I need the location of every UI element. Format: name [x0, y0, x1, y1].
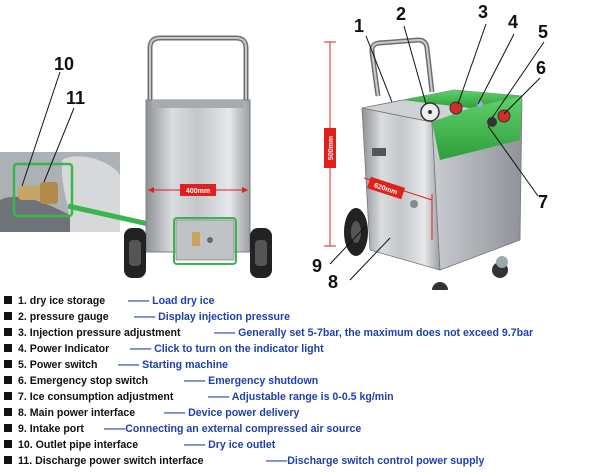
- inset-photo: [0, 152, 120, 232]
- bullet-icon: [4, 408, 12, 416]
- legend-name: 9. Intake port: [18, 423, 84, 435]
- legend-item: 1. dry ice storage —— Load dry ice: [4, 293, 215, 309]
- bullet-icon: [4, 296, 12, 304]
- isometric-machine: 620mm 500mm: [324, 37, 523, 290]
- bullet-icon: [4, 392, 12, 400]
- legend-desc: —— Load dry ice: [128, 295, 215, 307]
- callout-10: 10: [54, 54, 74, 74]
- legend-item: 6. Emergency stop switch —— Emergency shu…: [4, 373, 318, 389]
- callout-6: 6: [536, 58, 546, 78]
- callout-9: 9: [312, 256, 322, 276]
- bullet-icon: [4, 440, 12, 448]
- legend-item: 11. Discharge power switch interface ——Di…: [4, 453, 484, 469]
- height-dimension: 500mm: [328, 136, 335, 160]
- legend-item: 4. Power Indicator —— Click to turn on th…: [4, 341, 324, 357]
- legend-desc: ——Connecting an external compressed air …: [104, 423, 362, 435]
- legend-item: 3. Injection pressure adjustment —— Gener…: [4, 325, 533, 341]
- product-diagram: 400mm 620mm: [0, 2, 548, 290]
- legend-desc: —— Emergency shutdown: [184, 375, 319, 387]
- legend-name: 3. Injection pressure adjustment: [18, 327, 181, 339]
- callout-3: 3: [478, 2, 488, 22]
- legend-name: 5. Power switch: [18, 359, 98, 371]
- legend-item: 9. Intake port ——Connecting an external c…: [4, 421, 361, 437]
- bullet-icon: [4, 376, 12, 384]
- callout-1: 1: [354, 16, 364, 36]
- bullet-icon: [4, 344, 12, 352]
- callout-4: 4: [508, 12, 518, 32]
- legend-name: 6. Emergency stop switch: [18, 375, 149, 387]
- legend-desc: —— Device power delivery: [164, 407, 300, 419]
- width-dimension: 400mm: [186, 188, 210, 195]
- legend-item: 10. Outlet pipe interface —— Dry ice outl…: [4, 437, 275, 453]
- legend-item: 5. Power switch —— Starting machine: [4, 357, 228, 373]
- legend-name: 11. Discharge power switch interface: [18, 455, 204, 467]
- legend-name: 1. dry ice storage: [18, 295, 106, 307]
- bullet-icon: [4, 312, 12, 320]
- callout-8: 8: [328, 272, 338, 290]
- legend-desc: —— Generally set 5-7bar, the maximum doe…: [214, 327, 534, 339]
- legend-desc: —— Adjustable range is 0-0.5 kg/min: [208, 391, 394, 403]
- legend-name: 7. Ice consumption adjustment: [18, 391, 174, 403]
- callout-5: 5: [538, 22, 548, 42]
- front-view-machine: 400mm: [124, 35, 272, 278]
- legend-item: 2. pressure gauge —— Display injection pr…: [4, 309, 290, 325]
- legend-desc: —— Display injection pressure: [134, 311, 291, 323]
- callout-2: 2: [396, 4, 406, 24]
- legend-item: 7. Ice consumption adjustment —— Adjustab…: [4, 389, 394, 405]
- legend-desc: ——Discharge switch control power supply: [266, 455, 485, 467]
- bullet-icon: [4, 360, 12, 368]
- legend-item: 8. Main power interface —— Device power d…: [4, 405, 299, 421]
- bullet-icon: [4, 328, 12, 336]
- legend-desc: —— Starting machine: [118, 359, 229, 371]
- legend-name: 8. Main power interface: [18, 407, 136, 419]
- bullet-icon: [4, 456, 12, 464]
- bullet-icon: [4, 424, 12, 432]
- legend-name: 4. Power Indicator: [18, 343, 110, 355]
- legend-name: 10. Outlet pipe interface: [18, 439, 139, 451]
- callout-11: 11: [66, 88, 85, 108]
- callout-lines: [21, 23, 545, 281]
- callout-7: 7: [538, 192, 548, 212]
- legend-desc: —— Click to turn on the indicator light: [130, 343, 324, 355]
- legend-name: 2. pressure gauge: [18, 311, 109, 323]
- legend-desc: —— Dry ice outlet: [184, 439, 276, 451]
